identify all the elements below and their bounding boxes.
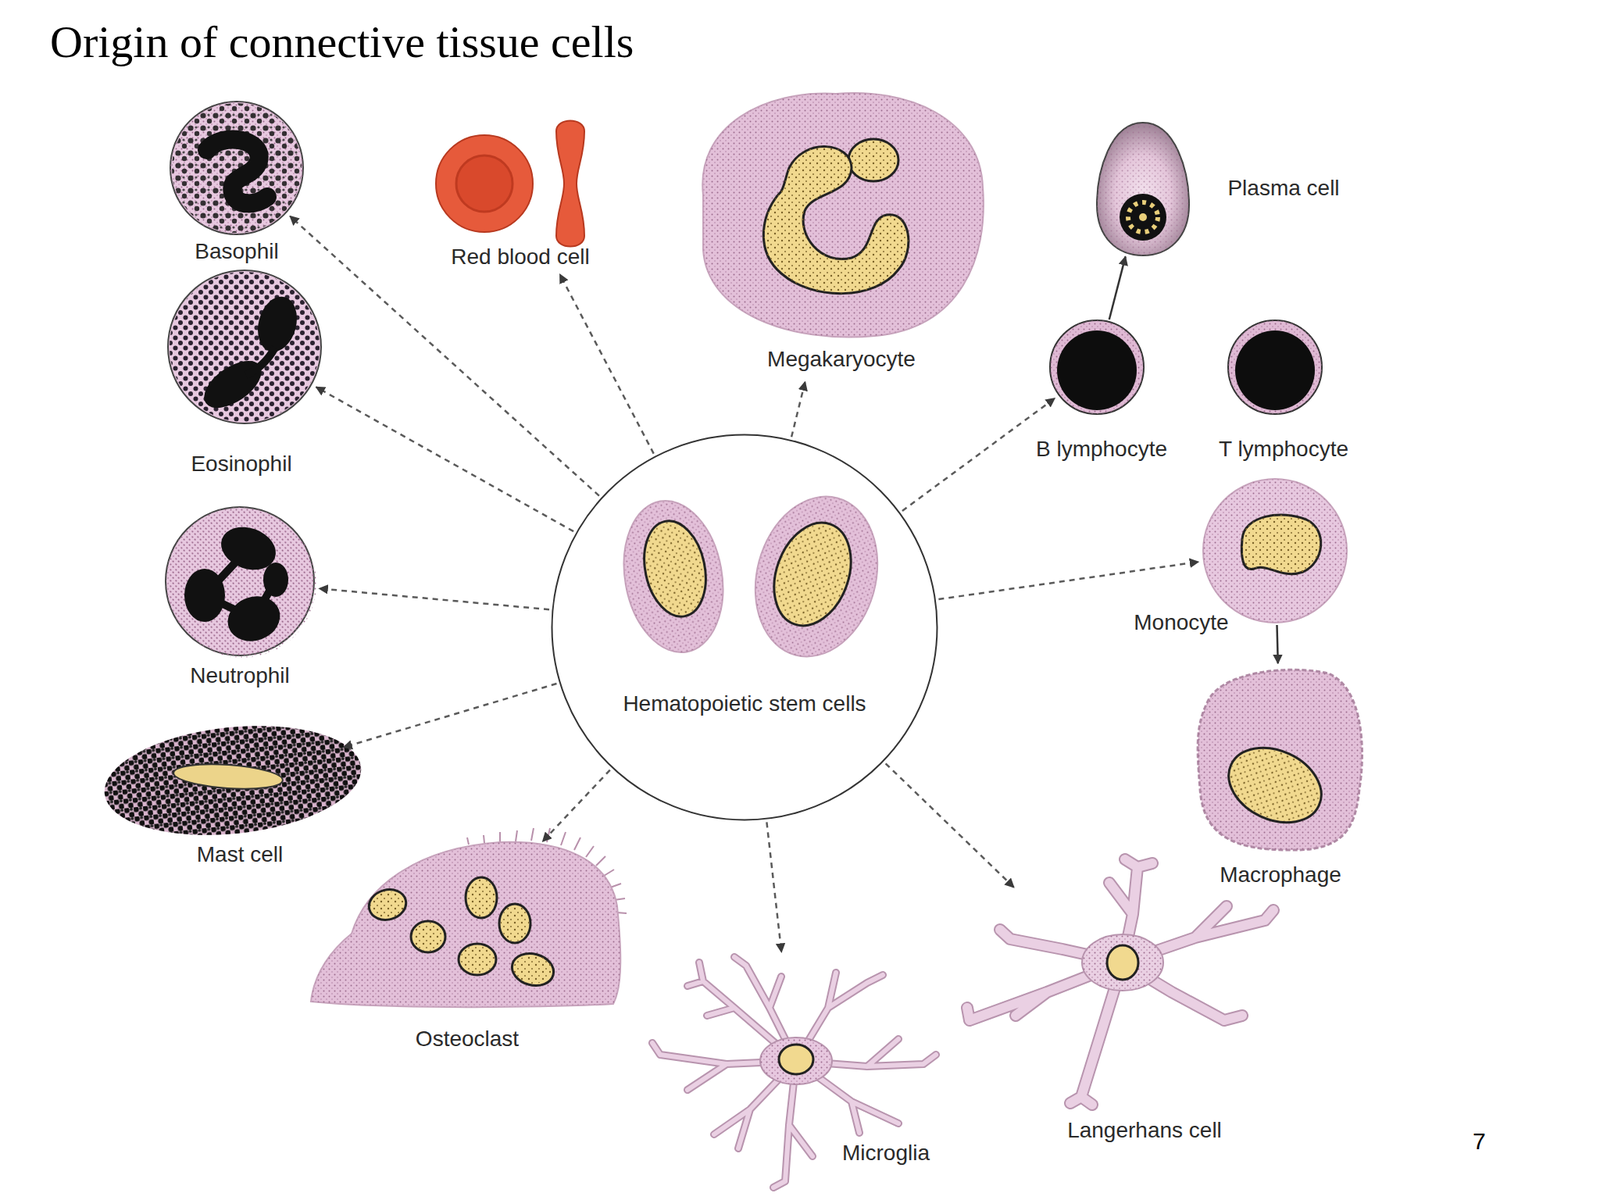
lineage-arrow — [766, 821, 782, 952]
cell-node: Basophil — [170, 101, 304, 235]
megakaryocyte-drawing — [702, 92, 984, 338]
lineage-arrow — [343, 683, 558, 748]
cell-label: B lymphocyte — [1035, 435, 1168, 463]
stem-cell-drawing — [612, 482, 895, 671]
basophil-drawing — [170, 101, 304, 235]
macrophage-drawing — [1197, 669, 1362, 850]
cell-label: Langerhans cell — [1067, 1117, 1222, 1144]
lineage-arrow — [542, 770, 611, 842]
cell-label: Microglia — [842, 1139, 930, 1167]
cell-node: Macrophage — [1196, 668, 1365, 852]
lineage-arrow — [902, 398, 1055, 511]
cell-label: Monocyte — [1133, 609, 1229, 636]
monocyte-drawing — [1203, 478, 1347, 623]
cell-node: Red blood cell — [433, 117, 602, 270]
cell-node: Eosinophil — [167, 270, 322, 424]
cell-node: Langerhans cell — [964, 862, 1266, 1108]
neutrophil-drawing — [165, 507, 317, 658]
lineage-arrow — [289, 216, 600, 497]
cell-node: Mast cell — [103, 725, 362, 836]
cell-label: Red blood cell — [450, 243, 590, 271]
plasma-cell-drawing — [1096, 122, 1190, 256]
cell-node: T lymphocyte — [1228, 320, 1322, 415]
langerhans-cell-drawing — [967, 859, 1274, 1105]
red-blood-cell-drawing — [435, 121, 585, 247]
lineage-arrow — [938, 561, 1199, 600]
page-number: 7 — [1472, 1128, 1486, 1155]
lineage-arrow — [316, 386, 574, 532]
lineage-arrow — [1109, 256, 1126, 320]
cell-label: Megakaryocyte — [767, 346, 916, 373]
cell-label: Basophil — [194, 238, 279, 265]
cell-label: Osteoclast — [415, 1025, 519, 1053]
eosinophil-drawing — [167, 270, 322, 424]
lineage-arrow — [791, 382, 805, 438]
circle-outline — [552, 435, 938, 821]
cell-node: B lymphocyte — [1050, 320, 1144, 415]
lymphocyte-drawings — [1050, 320, 1322, 415]
cell-label: Hematopoietic stem cells — [622, 690, 866, 718]
cell-label: Macrophage — [1219, 861, 1342, 889]
cell-node: Megakaryocyte — [698, 92, 985, 377]
osteoclast-drawing — [310, 828, 627, 1008]
cell-node: Osteoclast — [308, 835, 625, 1008]
stem-cell-circle: Hematopoietic stem cells — [550, 433, 939, 822]
lineage-arrow — [1277, 625, 1279, 664]
cell-node: Monocyte — [1203, 478, 1347, 623]
cell-node: Neutrophil — [165, 507, 315, 656]
microglia-drawing — [652, 957, 936, 1188]
cell-node: Plasma cell — [1096, 122, 1190, 256]
circle-outline — [550, 433, 939, 822]
cell-label: Eosinophil — [190, 450, 292, 478]
cell-label: T lymphocyte — [1218, 435, 1349, 463]
mast-cell-drawing — [99, 714, 367, 847]
lineage-arrow — [560, 274, 654, 454]
title: Origin of connective tissue cells — [50, 15, 634, 68]
cell-label: Neutrophil — [189, 662, 290, 690]
cell-node: Microglia — [656, 957, 934, 1184]
lineage-arrow — [319, 588, 550, 610]
cell-label: Plasma cell — [1227, 175, 1340, 202]
cell-label: Mast cell — [196, 841, 283, 868]
lineage-arrow — [885, 763, 1015, 888]
